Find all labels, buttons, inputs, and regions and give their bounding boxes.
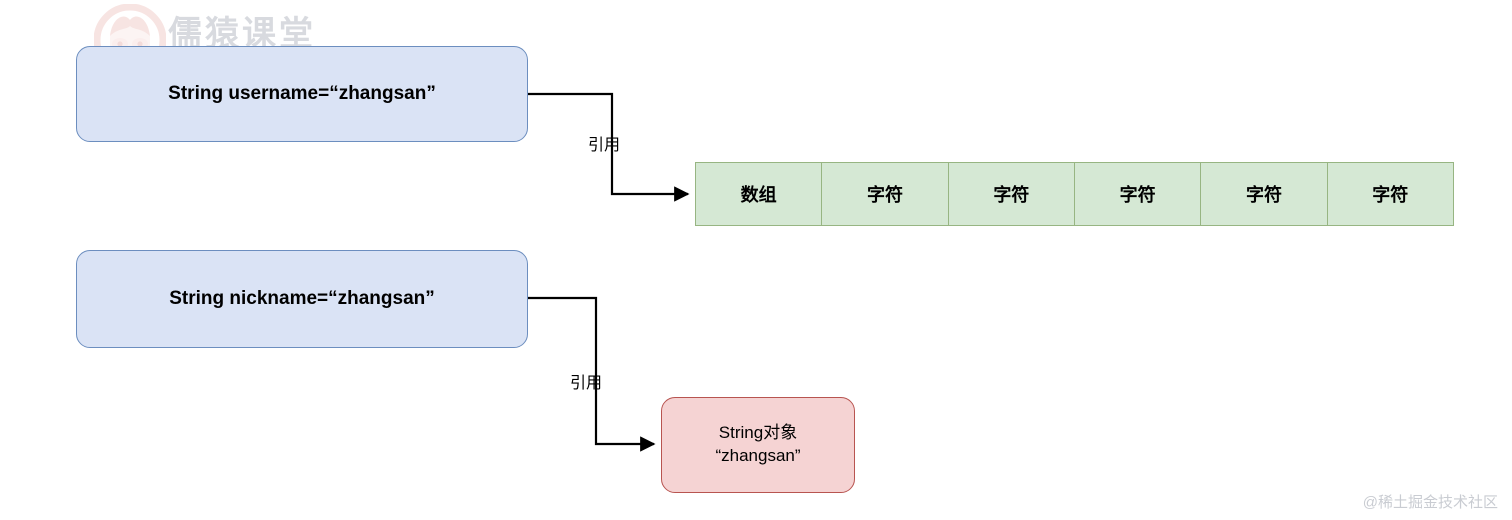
string-object-box[interactable]: String对象 “zhangsan” (661, 397, 855, 493)
watermark-corner: @稀土掘金技术社区 (1362, 494, 1498, 511)
char-array-cell[interactable]: 字符 (1074, 163, 1202, 225)
edge-label-reference-username: 引用 (588, 137, 621, 154)
variable-box-username-label: String username=“zhangsan” (168, 83, 436, 104)
char-array-table: 数组 字符 字符 字符 字符 字符 (695, 162, 1454, 226)
variable-box-username[interactable]: String username=“zhangsan” (76, 46, 528, 142)
string-object-line-1: String对象 (718, 423, 798, 443)
char-array-cell[interactable]: 字符 (1327, 163, 1453, 225)
variable-box-nickname[interactable]: String nickname=“zhangsan” (76, 250, 528, 348)
edge-label-reference-nickname: 引用 (570, 375, 603, 392)
char-array-cell[interactable]: 数组 (696, 163, 823, 225)
char-array-cell[interactable]: 字符 (1201, 163, 1328, 225)
char-array-cell[interactable]: 字符 (948, 163, 1075, 225)
string-object-line-2: “zhangsan” (715, 446, 801, 465)
variable-box-nickname-label: String nickname=“zhangsan” (169, 288, 435, 309)
char-array-cell[interactable]: 字符 (822, 163, 949, 225)
